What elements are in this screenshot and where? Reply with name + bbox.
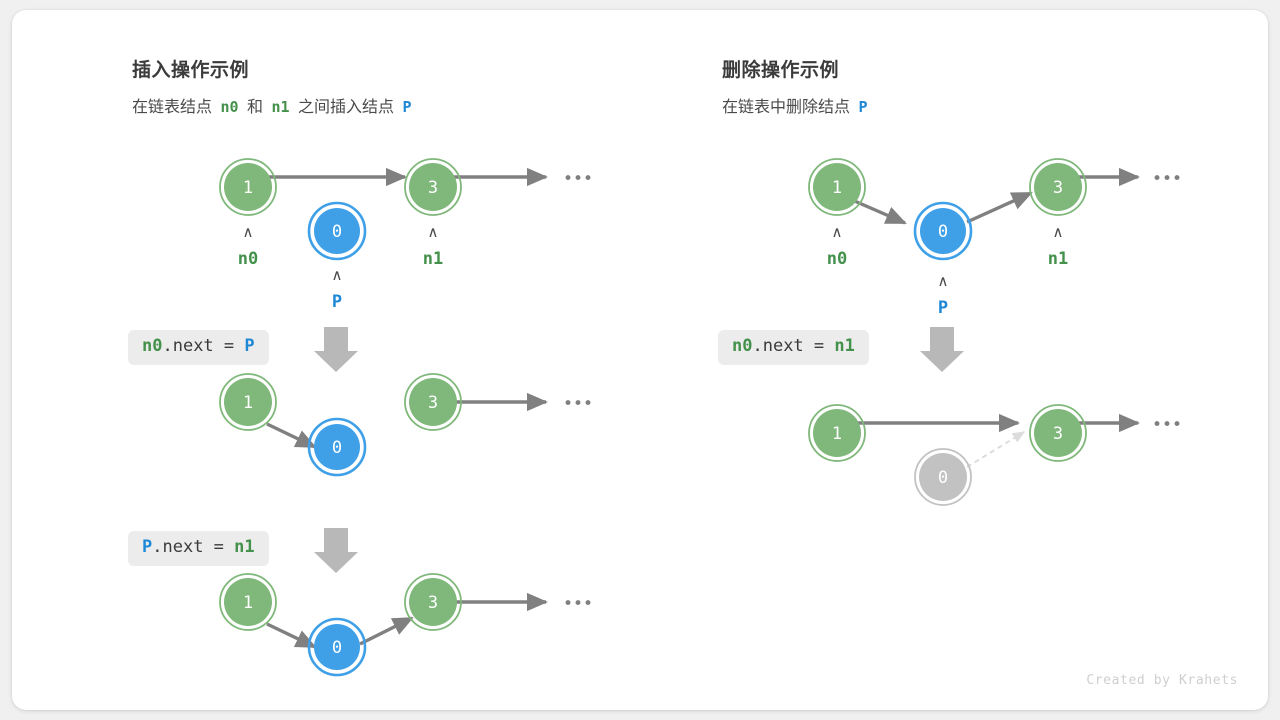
ellipsis-glyph: ••• (563, 394, 593, 414)
node-n0: 1 (808, 158, 866, 216)
left-step2-group: ••• 1 0 3 (219, 373, 593, 477)
chip-mid: .next = (752, 336, 835, 356)
chip-target: n0 (142, 336, 163, 356)
chip-mid: .next = (162, 336, 245, 356)
node-n0: 1 (808, 404, 866, 462)
right-step2-group: ••• 1 0 3 (808, 404, 1182, 506)
arrow-p-to-n1 (966, 191, 1033, 224)
node-value: 1 (243, 393, 253, 413)
node-label-n1: n1 (1048, 249, 1068, 269)
node-value: 3 (428, 178, 438, 198)
node-n0: 1 (219, 573, 277, 631)
subtitle-text-3: 之间插入结点 (297, 99, 394, 116)
caret-icon: ∧ (938, 272, 949, 290)
chip-value: P (244, 336, 255, 356)
node-n0: 1 (219, 373, 277, 431)
node-value: 3 (428, 393, 438, 413)
down-arrow-step2 (314, 528, 358, 573)
node-n1: 3 (404, 158, 462, 216)
linked-list-diagram-svg: ••• 1 ∧ n0 0 ∧ P 3 ∧ (219, 158, 1182, 677)
node-label-n1: n1 (423, 249, 443, 269)
node-value: 0 (332, 438, 342, 458)
chip-value: n1 (834, 336, 855, 356)
chip-target: n0 (732, 336, 753, 356)
subtitle-text-1: 在链表结点 (132, 99, 213, 116)
code-chip-n0-next-n1: n0.next = n1 (718, 330, 869, 365)
node-p: 0 (307, 617, 367, 677)
right-step1-group: ••• 1 ∧ n0 0 ∧ P 3 ∧ n1 (808, 158, 1182, 318)
subtitle-text-2: 和 (246, 99, 263, 116)
node-label-n0: n0 (238, 249, 258, 269)
chip-target: P (142, 537, 153, 557)
caret-icon: ∧ (832, 223, 843, 241)
ellipsis-glyph: ••• (1152, 415, 1182, 435)
arrow-n0-to-p (266, 422, 317, 449)
node-n1: 3 (1029, 158, 1087, 216)
subtitle-p: P (402, 98, 412, 116)
subtitle-text-1: 在链表中删除结点 (722, 99, 851, 116)
arrow-removed-dashed (966, 431, 1026, 468)
code-chip-p-next-n1: P.next = n1 (128, 531, 269, 566)
node-label-n0: n0 (827, 249, 847, 269)
code-chip-n0-next-p: n0.next = P (128, 330, 269, 365)
diagram-card: 插入操作示例 在链表结点 n0 和 n1 之间插入结点 P n0.next = … (12, 10, 1268, 710)
node-value: 0 (332, 222, 342, 242)
delete-operation-panel: 删除操作示例 在链表中删除结点 P n0.next = n1 (640, 10, 1268, 710)
node-p: 0 (913, 201, 973, 261)
credit-text: Created by Krahets (1086, 673, 1238, 688)
chip-value: n1 (234, 537, 255, 557)
subtitle-n1: n1 (271, 98, 290, 116)
node-removed: 0 (914, 448, 972, 506)
caret-icon: ∧ (1053, 223, 1064, 241)
left-panel-title: 插入操作示例 (132, 60, 250, 81)
node-n1: 3 (404, 373, 462, 431)
caret-icon: ∧ (428, 223, 439, 241)
ellipsis-glyph: ••• (1152, 169, 1182, 189)
subtitle-n0: n0 (220, 98, 239, 116)
node-n1: 3 (1029, 404, 1087, 462)
node-value: 1 (243, 593, 253, 613)
left-panel-subtitle: 在链表结点 n0 和 n1 之间插入结点 P (132, 93, 415, 117)
ellipsis-glyph: ••• (563, 594, 593, 614)
node-value: 1 (832, 424, 842, 444)
node-n0: 1 (219, 158, 277, 216)
left-step1-group: ••• 1 ∧ n0 0 ∧ P 3 ∧ (219, 158, 593, 312)
node-value: 0 (938, 222, 948, 242)
node-label-p: P (332, 292, 342, 312)
node-value: 3 (1053, 424, 1063, 444)
node-value: 3 (428, 593, 438, 613)
node-value: 1 (832, 178, 842, 198)
right-panel-subtitle: 在链表中删除结点 P (722, 93, 872, 117)
arrow-n0-to-p (266, 622, 317, 649)
arrow-p-to-n1 (359, 616, 414, 646)
node-value: 0 (332, 638, 342, 658)
arrow-n0-to-p (849, 197, 907, 225)
caret-icon: ∧ (332, 266, 343, 284)
node-label-p: P (938, 298, 948, 318)
right-panel-title: 删除操作示例 (722, 60, 840, 81)
node-p: 0 (307, 201, 367, 261)
left-step3-group: ••• 1 3 0 (219, 573, 593, 677)
node-n1: 3 (404, 573, 462, 631)
down-arrow-right-step1 (920, 327, 964, 372)
down-arrow-step1 (314, 327, 358, 372)
node-value: 0 (938, 468, 948, 488)
subtitle-p: P (858, 98, 868, 116)
node-value: 3 (1053, 178, 1063, 198)
caret-icon: ∧ (243, 223, 254, 241)
insert-operation-panel: 插入操作示例 在链表结点 n0 和 n1 之间插入结点 P n0.next = … (12, 10, 640, 710)
node-value: 1 (243, 178, 253, 198)
ellipsis-glyph: ••• (563, 169, 593, 189)
chip-mid: .next = (152, 537, 235, 557)
node-p: 0 (307, 417, 367, 477)
